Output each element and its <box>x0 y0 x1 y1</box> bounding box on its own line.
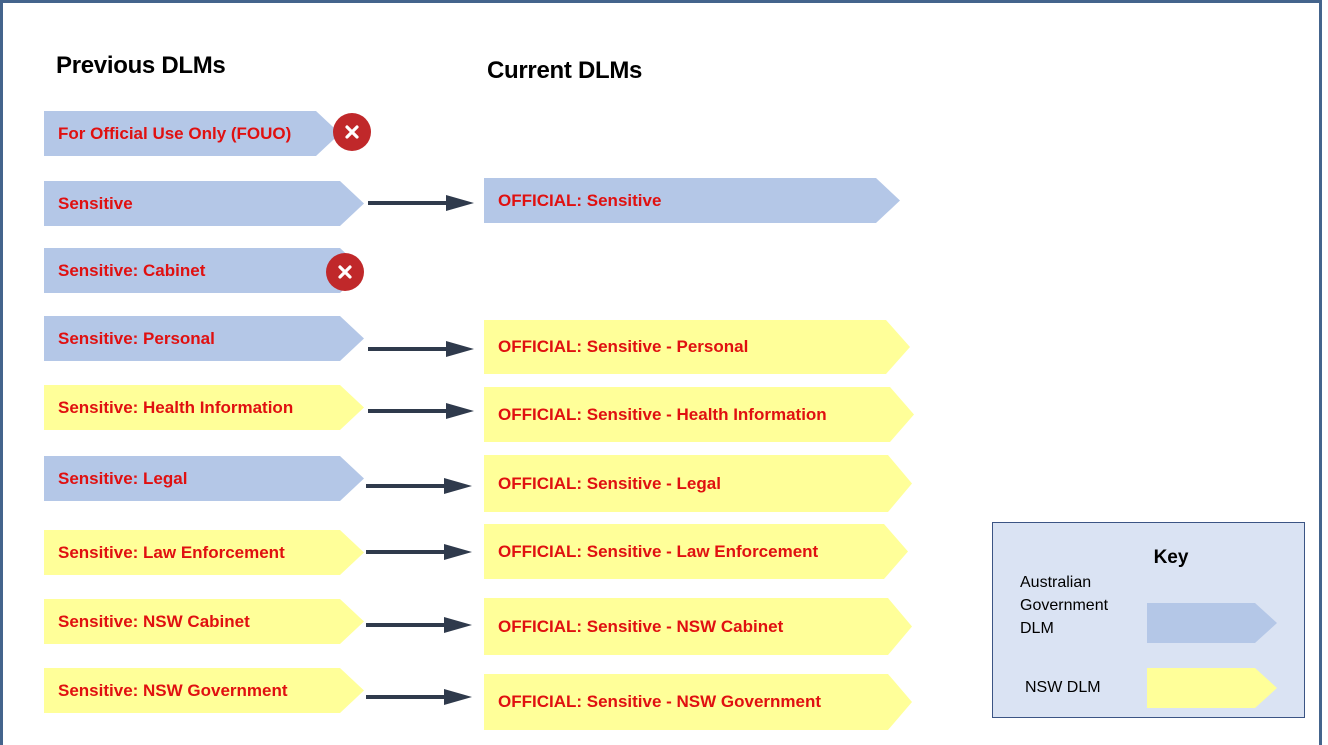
previous-dlm-sensitive-personal: Sensitive: Personal <box>44 316 364 361</box>
current-dlm-official-sensitive-health-information: OFFICIAL: Sensitive - Health Information <box>484 387 914 442</box>
removed-marker <box>333 113 371 151</box>
previous-dlm-label: Sensitive: Legal <box>58 468 188 488</box>
arrow-right-icon <box>366 617 472 633</box>
previous-dlm-sensitive-law-enforcement: Sensitive: Law Enforcement <box>44 530 364 575</box>
current-dlm-official-sensitive-law-enforcement: OFFICIAL: Sensitive - Law Enforcement <box>484 524 908 579</box>
key-label-australian-government: Australian Government DLM <box>1020 574 1109 637</box>
previous-dlm-sensitive: Sensitive <box>44 181 364 226</box>
key-title: Key <box>1153 547 1189 568</box>
current-dlm-official-sensitive-nsw-government: OFFICIAL: Sensitive - NSW Government <box>484 674 912 730</box>
key-swatch-nsw <box>1147 668 1277 708</box>
previous-dlm-label: Sensitive: NSW Cabinet <box>58 611 250 631</box>
current-dlm-label: OFFICIAL: Sensitive - Health Information <box>498 404 827 424</box>
current-dlm-label: OFFICIAL: Sensitive - Personal <box>498 337 749 356</box>
previous-dlm-sensitive-nsw-government: Sensitive: NSW Government <box>44 668 364 713</box>
arrow-right-icon <box>368 341 474 357</box>
current-dlms-heading: Current DLMs <box>487 57 643 84</box>
previous-dlm-sensitive-nsw-cabinet: Sensitive: NSW Cabinet <box>44 599 364 644</box>
close-icon <box>338 265 352 279</box>
removed-marker <box>326 253 364 291</box>
arrow-right-icon <box>366 478 472 494</box>
previous-dlm-fouo: For Official Use Only (FOUO) <box>44 111 340 156</box>
close-icon <box>345 125 359 139</box>
previous-dlm-sensitive-health-information: Sensitive: Health Information <box>44 385 364 430</box>
previous-dlm-sensitive-cabinet: Sensitive: Cabinet <box>44 248 364 293</box>
arrow-right-icon <box>368 195 474 211</box>
previous-dlm-sensitive-legal: Sensitive: Legal <box>44 456 364 501</box>
current-dlm-label: OFFICIAL: Sensitive - NSW Government <box>498 692 822 711</box>
previous-dlm-label: Sensitive: NSW Government <box>58 680 288 700</box>
current-dlm-label: OFFICIAL: Sensitive - NSW Cabinet <box>498 616 784 636</box>
current-dlm-official-sensitive: OFFICIAL: Sensitive <box>484 178 900 223</box>
current-dlm-official-sensitive-nsw-cabinet: OFFICIAL: Sensitive - NSW Cabinet <box>484 598 912 655</box>
previous-dlm-label: Sensitive <box>58 193 133 213</box>
arrow-right-icon <box>368 403 474 419</box>
arrow-right-icon <box>366 544 472 560</box>
previous-dlm-label: Sensitive: Cabinet <box>58 260 206 280</box>
arrow-right-icon <box>366 689 472 705</box>
current-dlm-official-sensitive-legal: OFFICIAL: Sensitive - Legal <box>484 455 912 512</box>
previous-dlms-heading: Previous DLMs <box>56 52 226 79</box>
key-swatch-australian-government <box>1147 603 1277 643</box>
current-dlm-official-sensitive-personal: OFFICIAL: Sensitive - Personal <box>484 320 910 374</box>
previous-dlm-label: For Official Use Only (FOUO) <box>58 123 292 143</box>
current-dlm-label: OFFICIAL: Sensitive <box>498 190 662 210</box>
previous-dlm-label: Sensitive: Health Information <box>58 397 294 417</box>
key-panel: Key Australian Government DLM NSW DLM <box>992 522 1305 718</box>
key-label-nsw: NSW DLM <box>1025 679 1101 696</box>
current-dlm-label: OFFICIAL: Sensitive - Law Enforcement <box>498 541 819 561</box>
previous-dlm-label: Sensitive: Law Enforcement <box>58 542 285 562</box>
previous-dlm-label: Sensitive: Personal <box>58 328 215 348</box>
current-dlm-label: OFFICIAL: Sensitive - Legal <box>498 473 721 493</box>
